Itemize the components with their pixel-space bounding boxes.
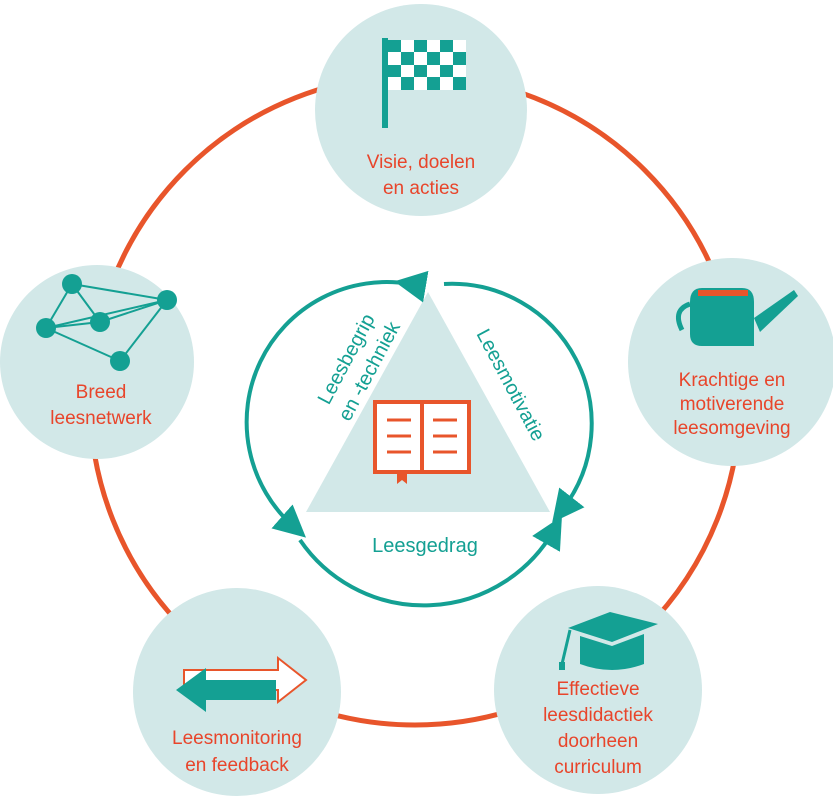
node-breed: Breed leesnetwerk [0,265,194,459]
node-effectieve-line-4: curriculum [554,757,642,778]
cycle-arrow-left [244,270,429,538]
node-krachtige-line-2: motiverende [680,394,785,415]
two-way-arrow-icon [176,655,308,712]
node-effectieve: Effectieve leesdidactiek doorheen curric… [494,586,702,794]
node-krachtige-line-3: leesomgeving [673,418,790,439]
node-visie: Visie, doelen en acties [315,4,527,216]
cycle-arrow-bottom [298,516,562,608]
checkered-flag-icon [382,38,466,128]
node-breed-line-1: Breed [76,382,127,403]
open-book-icon [373,400,471,484]
node-breed-line-2: leesnetwerk [50,408,152,429]
node-leesmonitoring-line-2: en feedback [185,755,289,776]
node-visie-line-1: Visie, doelen [367,152,475,173]
cycle-arrow-right [443,281,594,523]
node-krachtige: Krachtige en motiverende leesomgeving [628,258,833,466]
graduation-cap-icon [559,612,658,670]
triangle-bottom-label: Leesgedrag [372,535,478,557]
watering-can-icon [675,288,798,346]
node-effectieve-line-3: doorheen [558,731,638,752]
node-leesmonitoring: Leesmonitoring en feedback [133,588,341,796]
node-leesmonitoring-line-1: Leesmonitoring [172,728,302,749]
node-visie-line-2: en acties [383,178,459,199]
node-krachtige-line-1: Krachtige en [679,370,786,391]
node-effectieve-line-2: leesdidactiek [543,705,653,726]
node-effectieve-line-1: Effectieve [556,679,639,700]
